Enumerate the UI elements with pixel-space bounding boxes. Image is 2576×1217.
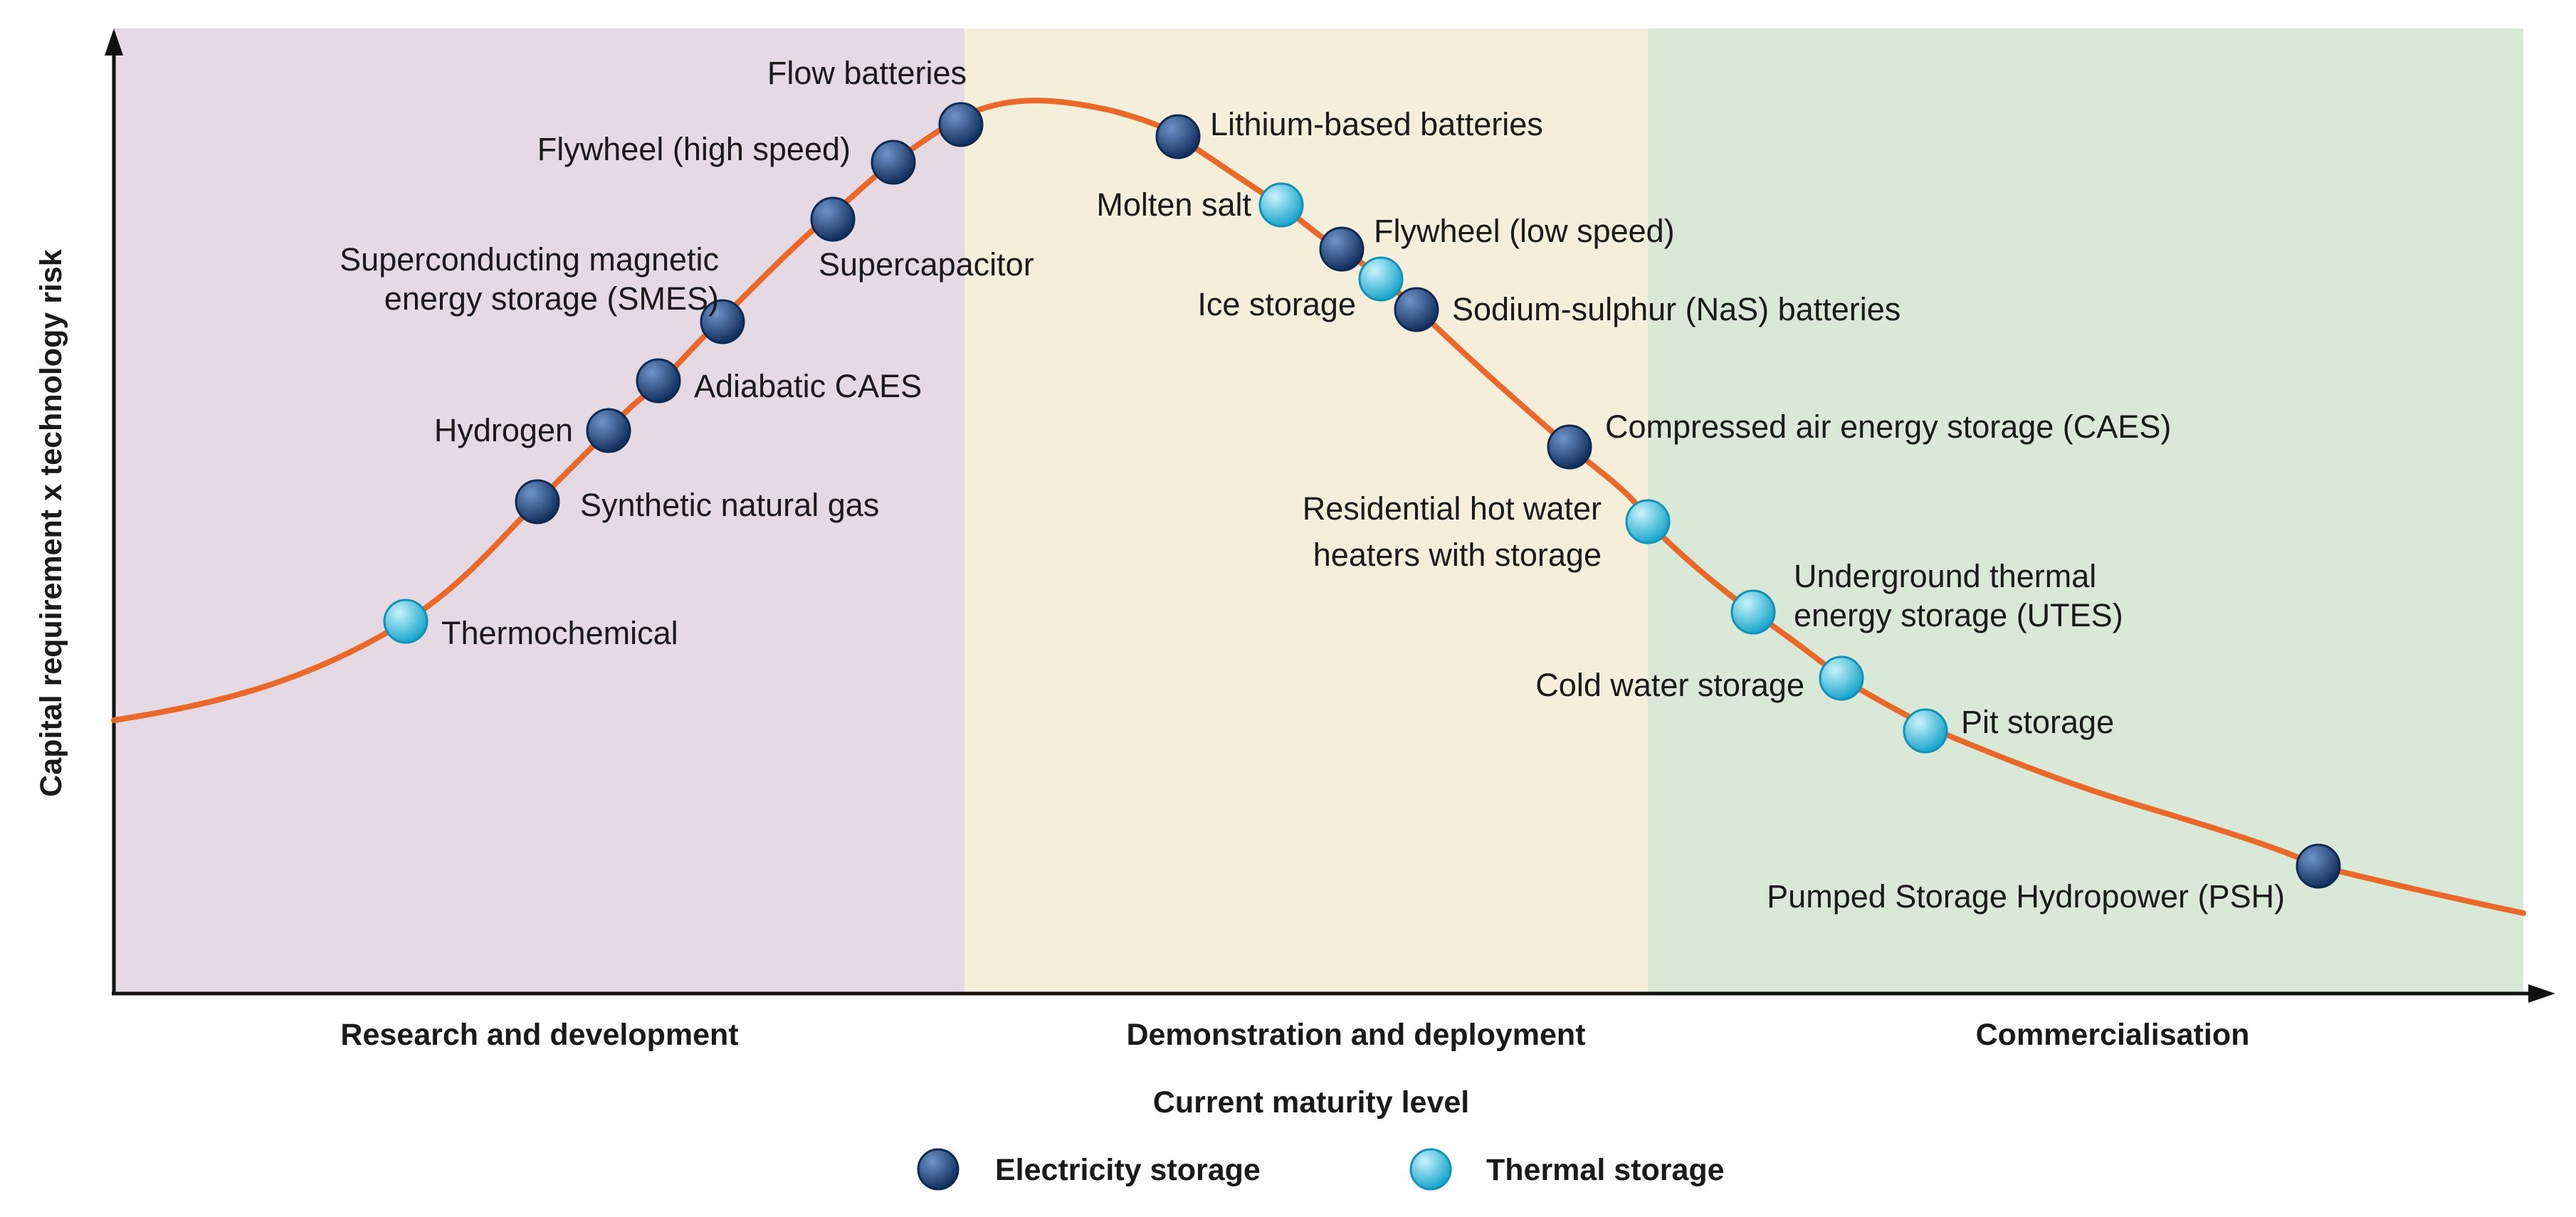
- tech-label-cold-water-storage: Cold water storage: [1535, 667, 1804, 703]
- tech-marker-flow-batteries: [938, 102, 984, 147]
- tech-label-thermochemical: Thermochemical: [441, 615, 678, 651]
- tech-marker-sodium-sulphur-nas-batteries: [1394, 287, 1439, 332]
- tech-label-hydrogen: Hydrogen: [434, 412, 573, 448]
- zone-demonstration: [964, 28, 1648, 993]
- tech-marker-flywheel-high-speed: [871, 139, 916, 185]
- tech-label-line2-residential-hot-water: heaters with storage: [1313, 537, 1602, 573]
- tech-label-line2-underground-thermal: energy storage (UTES): [1794, 597, 2123, 633]
- tech-label-sodium-sulphur-nas-batteries: Sodium-sulphur (NaS) batteries: [1452, 291, 1901, 327]
- tech-marker-supercapacitor: [810, 196, 856, 242]
- tech-label-synthetic-natural-gas: Synthetic natural gas: [580, 487, 879, 523]
- y-axis-label: Capital requirement x technology risk: [34, 249, 68, 797]
- legend-electricity-marker: [917, 1148, 960, 1191]
- tech-label-pumped-storage-hydropower-psh: Pumped Storage Hydropower (PSH): [1767, 878, 2285, 915]
- zone-commercialisation: [1648, 28, 2523, 993]
- tech-label-pit-storage: Pit storage: [1961, 704, 2114, 740]
- tech-marker-flywheel-low-speed: [1319, 226, 1365, 272]
- tech-label-ice-storage: Ice storage: [1197, 286, 1356, 322]
- tech-label-superconducting-magnetic: Superconducting magnetic: [340, 241, 719, 278]
- tech-marker-thermochemical: [383, 599, 429, 644]
- tech-marker-pit-storage: [1903, 708, 1948, 754]
- tech-label-flywheel-high-speed: Flywheel (high speed): [537, 131, 851, 167]
- tech-label-molten-salt: Molten salt: [1096, 186, 1251, 223]
- tech-label-supercapacitor: Supercapacitor: [819, 246, 1034, 283]
- x-axis-arrow: [2528, 984, 2555, 1003]
- tech-marker-compressed-air-energy-storage-caes: [1547, 424, 1592, 470]
- tech-label-residential-hot-water: Residential hot water: [1303, 490, 1602, 527]
- tech-marker-adiabatic-caes: [636, 358, 681, 404]
- tech-label-flow-batteries: Flow batteries: [767, 55, 967, 91]
- tech-label-underground-thermal: Underground thermal: [1794, 558, 2096, 594]
- tech-label-lithium-based-batteries: Lithium-based batteries: [1210, 106, 1543, 142]
- tech-label-flywheel-low-speed: Flywheel (low speed): [1374, 213, 1675, 249]
- tech-label-compressed-air-energy-storage-caes: Compressed air energy storage (CAES): [1605, 409, 2171, 445]
- tech-marker-residential-hot-water: [1625, 499, 1671, 544]
- tech-marker-hydrogen: [586, 408, 631, 453]
- x-axis-label: Current maturity level: [1153, 1085, 1469, 1119]
- tech-marker-superconducting-magnetic: [700, 299, 745, 344]
- tech-marker-synthetic-natural-gas: [515, 479, 560, 525]
- y-axis-arrow: [105, 28, 123, 56]
- legend-thermal-label: Thermal storage: [1486, 1153, 1725, 1187]
- tech-marker-cold-water-storage: [1819, 655, 1864, 701]
- tech-label-line2-superconducting-magnetic: energy storage (SMES): [384, 280, 719, 317]
- tech-marker-ice-storage: [1358, 256, 1404, 302]
- legend-electricity-label: Electricity storage: [995, 1153, 1261, 1187]
- technology-layer: Thermochemical Synthetic natural gas Hydro…: [340, 55, 2341, 915]
- tech-label-adiabatic-caes: Adiabatic CAES: [694, 368, 922, 404]
- zone-label-demonstration: Demonstration and deployment: [1126, 1018, 1585, 1052]
- legend: Electricity storage Thermal storage: [917, 1148, 1725, 1191]
- legend-thermal-marker: [1409, 1148, 1452, 1191]
- tech-marker-underground-thermal: [1730, 589, 1776, 635]
- zone-label-commercialisation: Commercialisation: [1976, 1018, 2250, 1052]
- tech-marker-pumped-storage-hydropower-psh: [2296, 843, 2341, 889]
- zone-label-research: Research and development: [340, 1018, 738, 1052]
- tech-marker-molten-salt: [1258, 182, 1304, 228]
- tech-marker-lithium-based-batteries: [1155, 114, 1201, 159]
